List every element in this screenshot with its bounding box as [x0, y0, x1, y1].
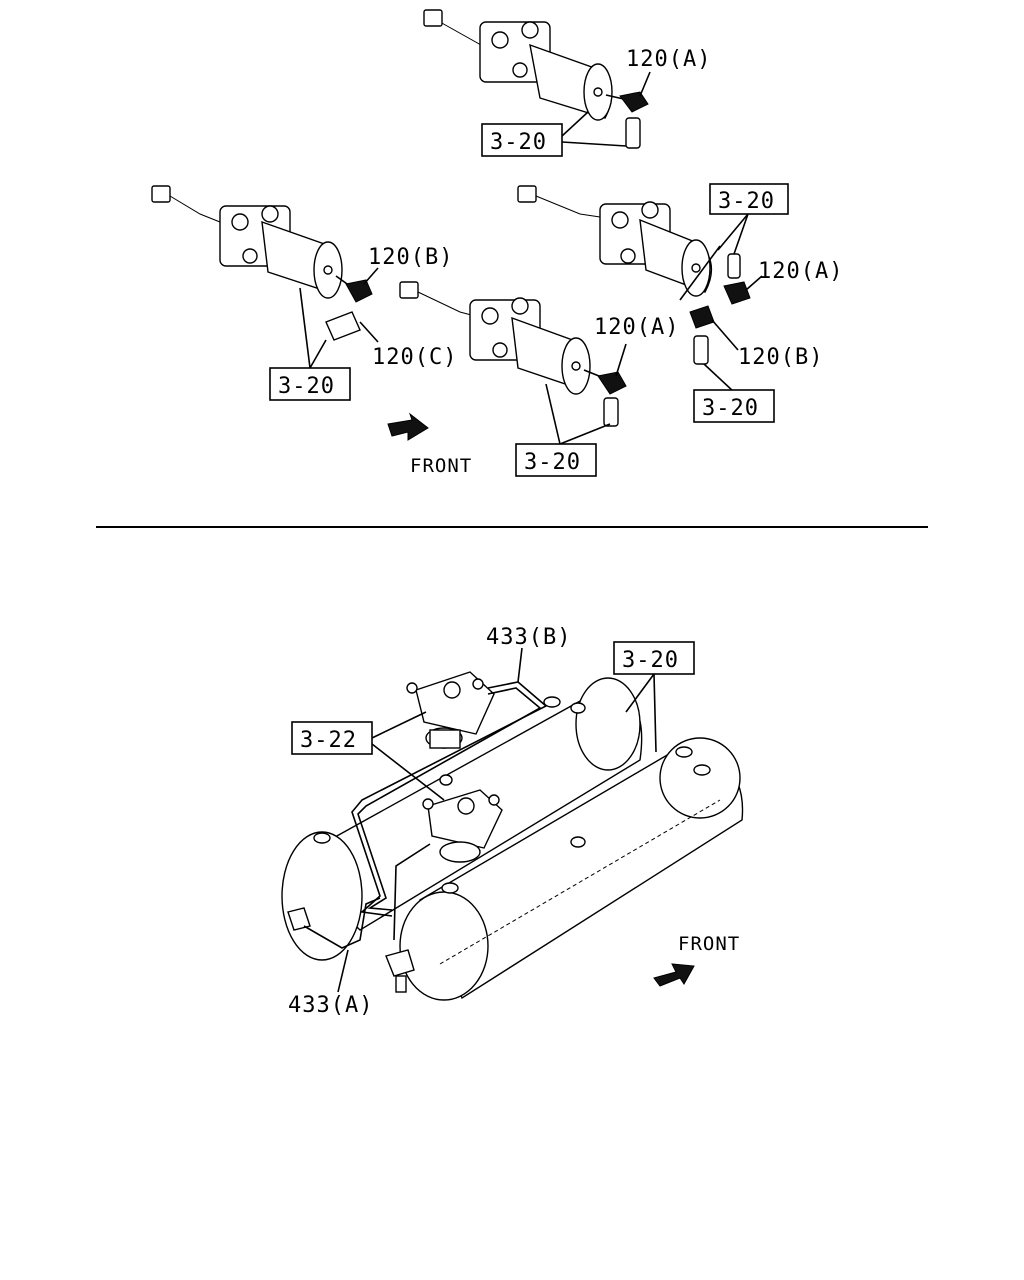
leader-a1-120a [639, 71, 651, 97]
protection-valve-lower [422, 774, 503, 863]
leader-valve-ref [371, 711, 445, 801]
front-arrow-bottom [653, 963, 695, 987]
leader-433a [337, 949, 349, 993]
air-dryer-assembly-3 [399, 281, 627, 427]
leader-d-ref-top [679, 213, 749, 301]
pipe-433b-inner [357, 687, 542, 911]
label-d-120b: 120(B) [738, 345, 823, 370]
ref-box-d-top [709, 183, 789, 215]
leader-d-ref-bottom [703, 363, 735, 393]
pipe-433a [303, 897, 381, 949]
air-dryer-assembly-1 [423, 9, 649, 149]
leader-b-ref [299, 287, 327, 369]
protection-valve-upper [406, 671, 495, 749]
label-433b: 433(B) [486, 625, 571, 650]
leader-c-120a [615, 343, 627, 377]
air-tank-front [399, 737, 744, 1001]
label-b-120c: 120(C) [372, 345, 457, 370]
leader-433b [517, 647, 523, 683]
air-dryer-assembly-2 [151, 185, 373, 341]
leader-d-120b [711, 319, 739, 351]
air-dryer-assembly-4 [517, 185, 751, 365]
fitting-433a-stem [395, 975, 407, 993]
label-c-ref: 3-20 [524, 450, 581, 475]
pipe-433b-branch [393, 843, 431, 941]
label-valve-ref: 3-22 [300, 728, 357, 753]
label-tank-ref: 3-20 [622, 648, 679, 673]
ref-box-valve [291, 721, 373, 755]
ref-box-d-bottom [693, 389, 775, 423]
label-d-120a: 120(A) [758, 259, 843, 284]
ref-box-c [515, 443, 597, 477]
leader-a1-ref [561, 111, 627, 147]
fitting-433a-tee [385, 949, 415, 977]
ref-box-tank [613, 641, 695, 675]
ref-box-a1 [481, 123, 563, 157]
label-b-ref: 3-20 [278, 374, 335, 399]
ref-box-b [269, 367, 351, 401]
label-433a: 433(A) [288, 993, 373, 1018]
label-c-120a: 120(A) [594, 315, 679, 340]
leader-tank-ref [625, 673, 657, 753]
label-a1-ref: 3-20 [490, 130, 547, 155]
leader-d-120a [745, 275, 763, 291]
label-a1-120a: 120(A) [626, 47, 711, 72]
label-d-ref-bottom: 3-20 [702, 396, 759, 421]
label-d-ref-top: 3-20 [718, 189, 775, 214]
leader-b-120b [363, 267, 379, 285]
label-front-top: FRONT [410, 455, 472, 477]
label-b-120b: 120(B) [368, 245, 453, 270]
leader-b-120c [359, 321, 379, 343]
label-front-bottom: FRONT [678, 933, 740, 955]
front-arrow-top [387, 412, 429, 441]
